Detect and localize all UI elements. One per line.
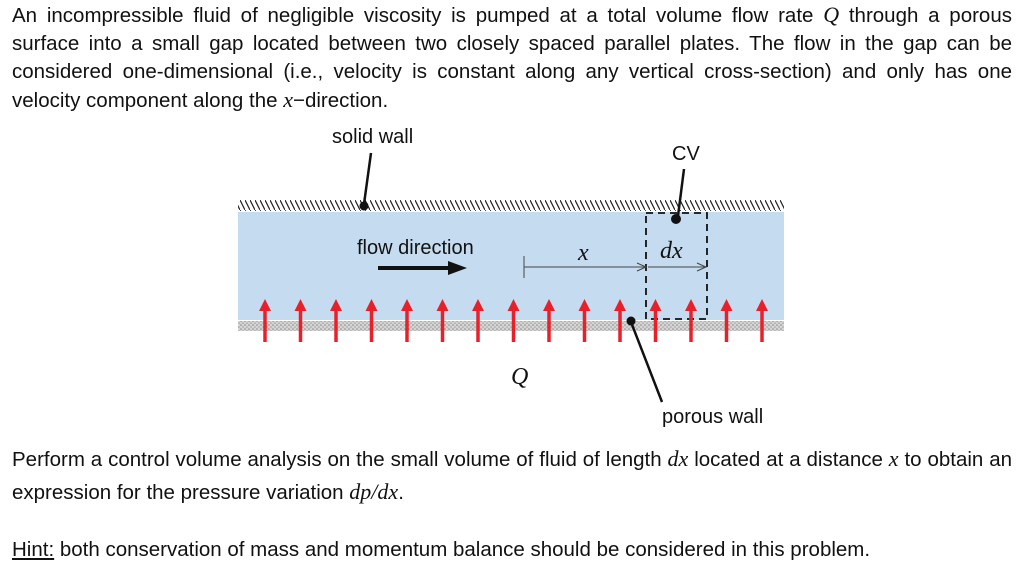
inflow-arrow (330, 299, 342, 342)
x-dimension-arrowhead (636, 262, 648, 272)
flow-direction-arrowhead (448, 261, 467, 275)
intro-text-2: through a porous surface into a small ga… (12, 4, 1012, 112)
dpdx-symbol: dp/dx (349, 479, 399, 504)
solid-wall (238, 200, 784, 211)
inflow-arrow (294, 299, 307, 342)
problem-hint: Hint: both conservation of mass and mome… (12, 536, 1012, 564)
task-text-3: to obtain an expression for the pressure… (12, 448, 1013, 504)
intro-text-3: −direction. (293, 89, 389, 112)
solid-wall-leader-dot (359, 201, 369, 211)
flow-direction-label: flow direction (357, 237, 474, 259)
solid-wall-label: solid wall (332, 126, 413, 148)
problem-task: Perform a control volume analysis on the… (12, 443, 1012, 509)
x-dimension-label: x (577, 240, 589, 266)
porous-wall-leader-dot (626, 316, 636, 326)
fluid-gap (238, 212, 784, 320)
task-text-1: Perform a control volume analysis on the… (12, 448, 662, 471)
cv-leader-dot (671, 214, 681, 224)
inflow-arrow (472, 299, 484, 342)
problem-intro: An incompressible fluid of negligible vi… (12, 1, 1012, 115)
inflow-arrow (685, 299, 697, 342)
inflow-arrow (543, 299, 555, 342)
inflow-arrow (649, 299, 662, 342)
cv-leader (676, 168, 686, 217)
task-text-2: located at a distance (694, 448, 883, 471)
inflow-arrow (720, 299, 733, 342)
porous-wall-leader (629, 321, 664, 403)
task-text-4: . (398, 481, 404, 504)
inflow-arrow (614, 299, 626, 342)
inflow-arrow (365, 299, 378, 342)
inflow-arrow (578, 299, 591, 342)
porous-wall (238, 321, 784, 331)
x-symbol-task: x (888, 446, 899, 471)
hint-text: both conservation of mass and momentum b… (59, 538, 871, 561)
inflow-arrow (436, 299, 449, 342)
inflow-arrow (756, 299, 768, 342)
flow-rate-symbol: Q (823, 2, 840, 27)
intro-text-1: An incompressible fluid of negligible vi… (12, 4, 814, 27)
hint-label: Hint: (12, 538, 55, 561)
inflow-arrow (507, 299, 520, 342)
dx-dimension-arrowhead (696, 262, 708, 272)
inflow-arrows (259, 299, 768, 342)
porous-wall-label: porous wall (662, 406, 763, 428)
cv-label: CV (672, 143, 700, 165)
x-symbol: x (283, 87, 293, 112)
inflow-arrow (259, 299, 271, 342)
control-volume-box (645, 212, 708, 320)
flow-diagram: solid wall CV flow direction x dx porous… (238, 126, 784, 428)
solid-wall-leader (362, 152, 373, 205)
dx-symbol: dx (667, 446, 689, 471)
flow-rate-label: Q (511, 364, 528, 390)
inflow-arrow (401, 299, 413, 342)
dx-dimension-label: dx (660, 238, 683, 264)
